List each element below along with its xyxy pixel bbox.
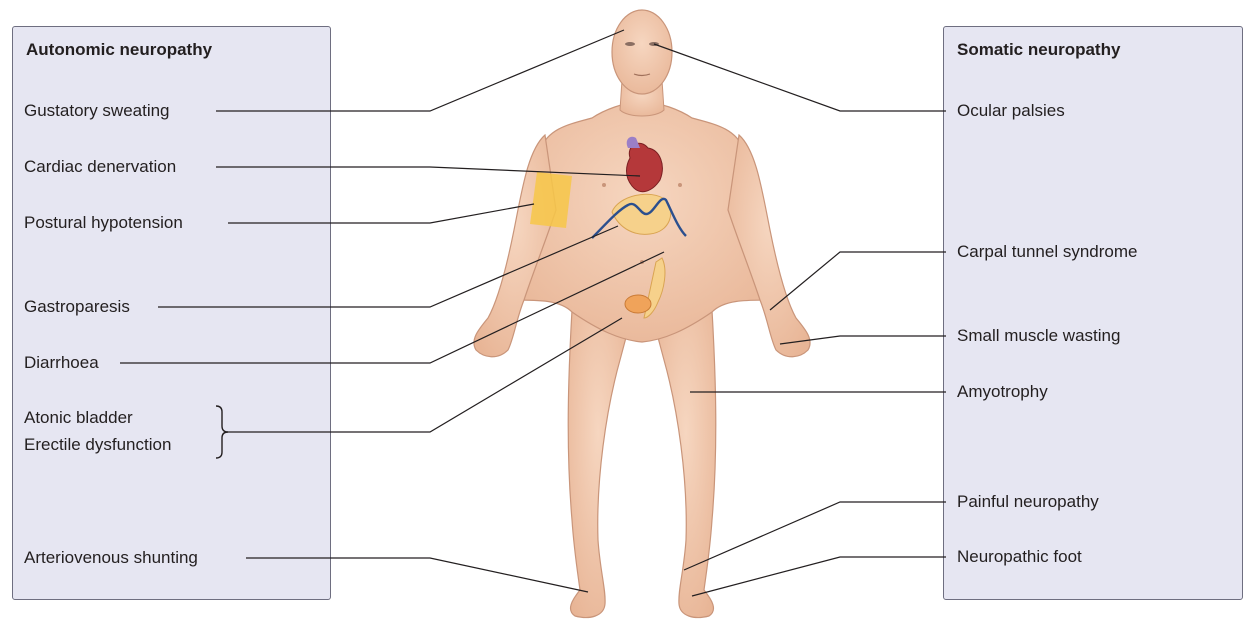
leader-carpal-tunnel [770,252,946,310]
label-ocular-palsies: Ocular palsies [957,100,1065,122]
leader-bladder-erectile [226,318,622,432]
bracket [216,406,228,458]
body-figure [474,10,810,618]
right-arm [728,135,810,357]
label-neuropathic-foot: Neuropathic foot [957,546,1082,568]
label-arteriovenous-shunting: Arteriovenous shunting [24,547,198,569]
leader-painful-neuropathy [684,502,946,570]
leader-neuropathic-foot [692,557,946,596]
head [612,10,672,94]
leader-postural-hypotension [228,204,534,223]
label-painful-neuropathy: Painful neuropathy [957,491,1099,513]
leader-gustatory-sweating [216,30,624,111]
label-erectile-dysfunction: Erectile dysfunction [24,434,171,456]
label-cardiac-denervation: Cardiac denervation [24,156,176,178]
left-arm [474,135,556,357]
label-atonic-bladder: Atonic bladder [24,407,133,429]
left-eye [625,42,635,46]
arm-highlight [530,172,572,228]
autonomic-neuropathy-heading: Autonomic neuropathy [26,40,212,60]
right-leg [656,310,716,618]
bladder [625,295,651,313]
label-diarrhoea: Diarrhoea [24,352,99,374]
leader-lines [120,30,946,596]
left-leg [568,310,628,618]
label-carpal-tunnel-syndrome: Carpal tunnel syndrome [957,241,1137,263]
label-gastroparesis: Gastroparesis [24,296,130,318]
label-gustatory-sweating: Gustatory sweating [24,100,170,122]
somatic-neuropathy-heading: Somatic neuropathy [957,40,1120,60]
leader-ocular-palsies [654,44,946,111]
label-amyotrophy: Amyotrophy [957,381,1048,403]
leader-arteriovenous-shunting [246,558,588,592]
label-small-muscle-wasting: Small muscle wasting [957,325,1120,347]
label-postural-hypotension: Postural hypotension [24,212,183,234]
